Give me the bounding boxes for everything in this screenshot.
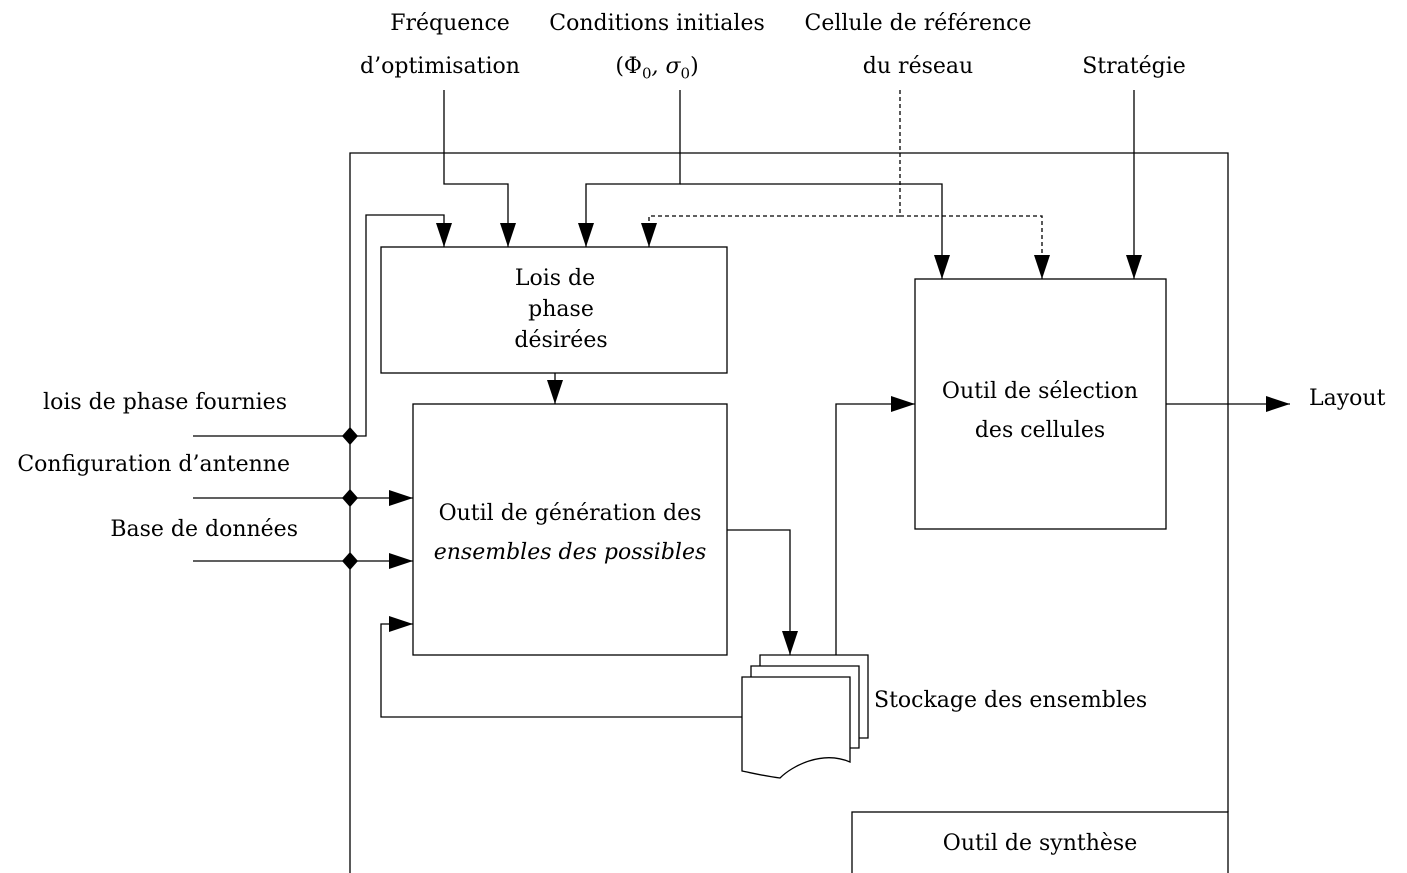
desired-box-line2: phase <box>528 297 594 322</box>
conditions-label-line2: (Φ0, σ0) <box>615 54 699 83</box>
frequence-arrow <box>443 90 516 247</box>
synthesis-tool-box <box>851 811 1229 873</box>
synthesis-tool-label: Outil de synthèse <box>942 831 1138 856</box>
generation-tool-box <box>412 403 728 656</box>
desired-box-line1: Lois de <box>514 266 596 291</box>
conditions-arrow-left <box>578 90 681 247</box>
selection-box-line2: des cellules <box>974 418 1106 443</box>
frequence-label-line2: d’optimisation <box>360 54 520 79</box>
storage-feedback-arrow <box>380 616 742 718</box>
storage-label: Stockage des ensembles <box>874 688 1148 713</box>
generation-box-line2: ensembles des possibles <box>433 540 707 565</box>
storage-icon <box>741 654 869 779</box>
cellule-label-line2: du réseau <box>862 54 974 79</box>
lois-fournies-label: lois de phase fournies <box>43 390 287 415</box>
cellule-arrow-left <box>641 215 900 247</box>
cellule-arrow-right <box>900 215 1050 279</box>
desired-phase-laws-box <box>380 246 728 374</box>
desired-box-line3: désirées <box>514 328 608 353</box>
selection-tool-box <box>914 278 1167 530</box>
generation-box-line1: Outil de génération des <box>438 501 702 526</box>
selection-box-line1: Outil de sélection <box>941 379 1139 404</box>
cellule-label-line1: Cellule de référence <box>804 11 1032 36</box>
junction-diamond <box>342 489 358 507</box>
configuration-label: Configuration d’antenne <box>17 452 290 477</box>
junction-diamond <box>342 427 358 445</box>
junction-diamond <box>342 552 358 570</box>
layout-label: Layout <box>1309 386 1386 411</box>
generation-to-storage-arrow <box>727 529 798 655</box>
conditions-arrow-right <box>680 183 950 279</box>
base-label: Base de données <box>110 517 298 542</box>
conditions-label-line1: Conditions initiales <box>549 11 765 36</box>
lois-fournies-arrow <box>193 214 452 437</box>
storage-to-selection-arrow <box>835 396 915 655</box>
strategie-label: Stratégie <box>1082 54 1186 79</box>
frequence-label-line1: Fréquence <box>390 11 510 36</box>
synthesis-frame <box>349 152 1229 873</box>
